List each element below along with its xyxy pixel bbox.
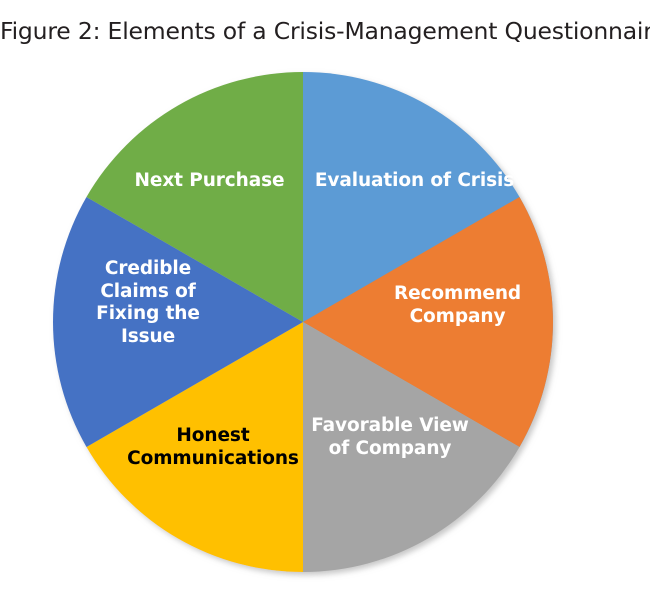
pie-slice-favorable-view-of-company[interactable] bbox=[303, 322, 520, 572]
pie-slice-next-purchase[interactable] bbox=[86, 72, 304, 322]
page-title: Figure 2: Elements of a Crisis-Managemen… bbox=[0, 17, 650, 45]
pie-slice-recommend-company[interactable] bbox=[303, 197, 553, 447]
pie-slice-honest-communications[interactable] bbox=[86, 322, 304, 572]
pie-slices-group bbox=[53, 72, 553, 572]
pie-slice-credible-claims-of-fixing-the-issue[interactable] bbox=[53, 197, 303, 447]
